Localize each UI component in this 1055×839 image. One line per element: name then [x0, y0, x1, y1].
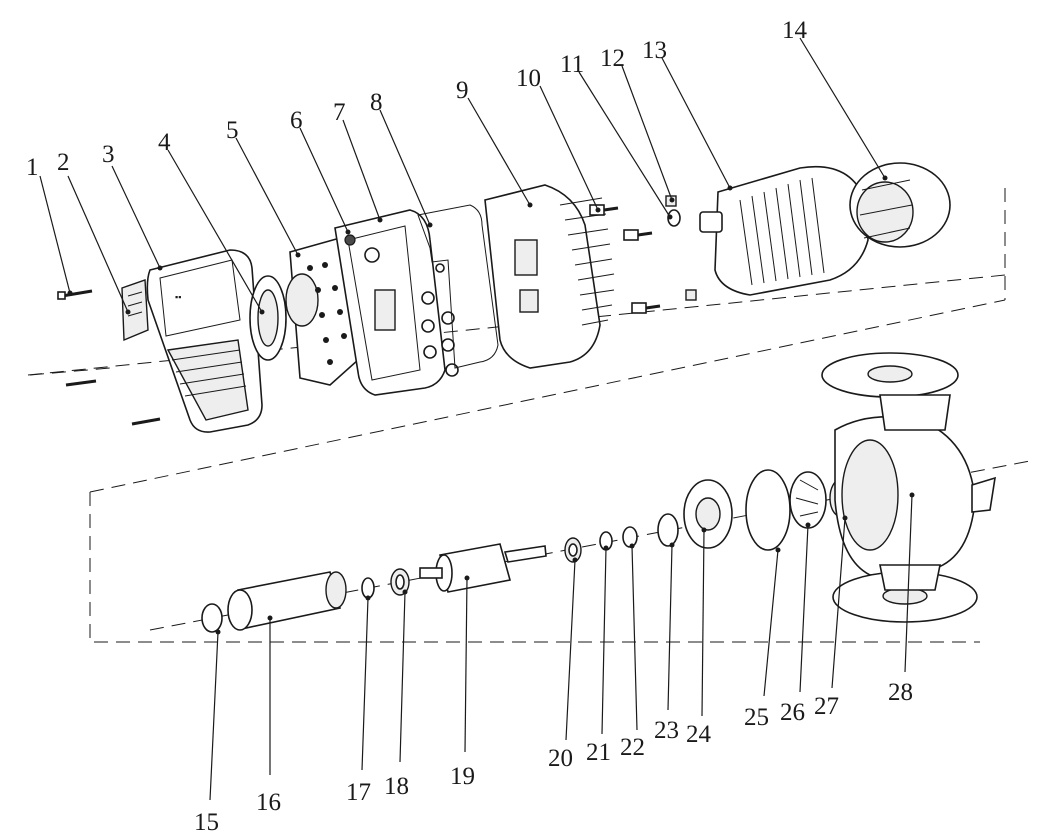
callout-2: 2 — [57, 149, 70, 176]
callout-14: 14 — [782, 17, 808, 44]
callout-15: 15 — [194, 809, 219, 836]
callout-24: 24 — [686, 721, 712, 748]
part-19-rotor-shaft — [419, 543, 547, 593]
callout-7: 7 — [333, 99, 346, 126]
part-3-screws — [65, 379, 161, 426]
callout-16: 16 — [256, 789, 281, 816]
lower-frame — [89, 492, 980, 643]
part-13-motor — [699, 165, 869, 296]
leader-lines — [39, 37, 913, 801]
callout-23: 23 — [654, 717, 679, 744]
callout-12: 12 — [600, 45, 625, 72]
callout-22: 22 — [620, 734, 645, 761]
callout-21: 21 — [586, 739, 611, 766]
part-1-screw — [57, 289, 93, 300]
part-14-stator — [849, 162, 951, 248]
part-28-pump-body — [821, 352, 996, 623]
callout-3: 3 — [102, 141, 115, 168]
part-8-gasket — [417, 204, 499, 369]
part-9-heatsink — [484, 184, 615, 369]
callout-18: 18 — [384, 773, 409, 800]
part-6-housing — [334, 209, 446, 396]
callout-8: 8 — [370, 89, 383, 116]
callout-17: 17 — [346, 779, 371, 806]
part-25-o-ring — [745, 469, 791, 551]
upper-frame — [29, 188, 1006, 376]
part-16-sleeve — [227, 571, 347, 631]
part-4-seal-disc — [249, 275, 287, 361]
callout-5: 5 — [226, 117, 239, 144]
callout-25: 25 — [744, 704, 769, 731]
callout-4: 4 — [158, 129, 171, 156]
callout-26: 26 — [780, 699, 805, 726]
part-23-o-ring — [657, 513, 679, 547]
callout-13: 13 — [642, 37, 667, 64]
callout-labels: 1 2 3 4 5 6 7 8 9 10 11 12 13 14 15 16 1… — [26, 17, 913, 836]
part-17-ring — [361, 577, 375, 599]
callout-10: 10 — [516, 65, 541, 92]
leader-dots — [67, 175, 915, 635]
callout-11: 11 — [560, 51, 584, 78]
callout-1: 1 — [26, 154, 39, 181]
callout-6: 6 — [290, 107, 303, 134]
callout-9: 9 — [456, 77, 469, 104]
callout-20: 20 — [548, 745, 573, 772]
callout-28: 28 — [888, 679, 913, 706]
part-20-bearing — [564, 537, 582, 563]
callout-19: 19 — [450, 763, 475, 790]
part-3-cover: ▪▪ — [146, 249, 263, 433]
svg-text:▪▪: ▪▪ — [175, 292, 181, 302]
part-18-bearing — [390, 568, 410, 596]
part-5-plate — [285, 236, 359, 386]
callout-27: 27 — [814, 693, 839, 720]
part-24-bearing-plate — [683, 479, 733, 549]
part-10-bolts — [589, 204, 661, 314]
part-2-nameplate — [121, 279, 149, 342]
part-15-o-ring — [201, 603, 223, 633]
part-22-washer — [622, 526, 638, 548]
part-26-impeller — [789, 471, 827, 529]
upper-frame-bottom — [89, 299, 1006, 493]
